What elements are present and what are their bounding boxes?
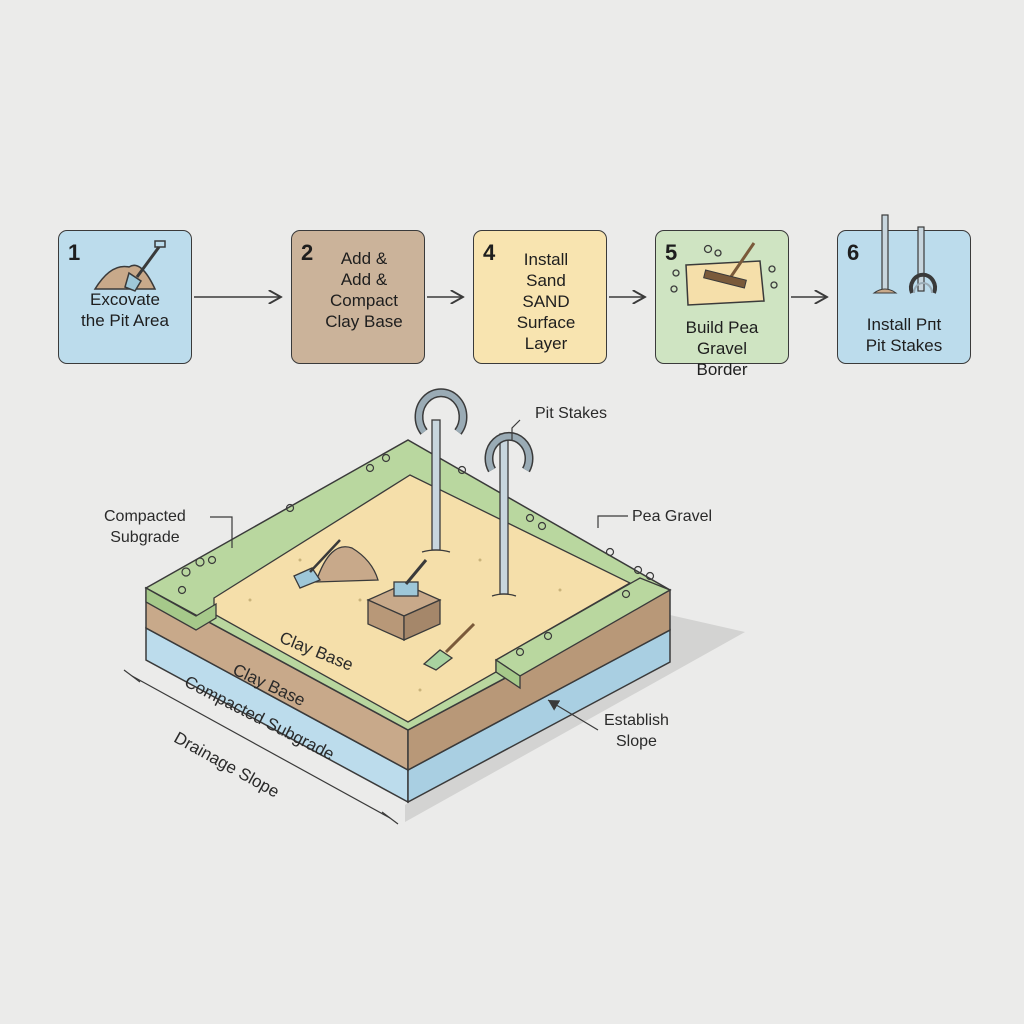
step-number: 4: [483, 240, 496, 265]
leader-subgrade: [210, 516, 233, 548]
callout-pea-gravel: Pea Gravel: [632, 508, 713, 525]
step-number: 6: [847, 240, 860, 265]
callout-establish-slope: Establish Slope: [604, 712, 669, 750]
dirt-pile: [315, 546, 379, 583]
horseshoe-icon: [414, 388, 468, 435]
trowel-icon: [422, 649, 454, 671]
step-label: Install Pпt Pit Stakes: [865, 315, 943, 355]
step-number: 1: [68, 240, 81, 265]
step-label: Install Sand SAND Surface Layer: [516, 250, 576, 353]
callout-pit-stakes: Pit Stakes: [535, 405, 608, 422]
callout-compacted-subgrade: Compacted Subgrade: [104, 508, 186, 546]
stake-horseshoe-icon: [872, 214, 937, 294]
step-number: 5: [665, 240, 678, 265]
step-6-pit-stakes: 6 Install Pпt Pit Stakes: [837, 214, 971, 364]
gravel-pebbles: [177, 453, 655, 657]
step-number: 2: [301, 240, 314, 265]
rake-icon: [670, 242, 778, 306]
drainage-dimension-line: [131, 675, 391, 819]
gravel-curb-left: [145, 586, 217, 631]
step-label: Build Pea Gravel Border: [685, 318, 759, 379]
leader-pit-stakes: [511, 419, 521, 440]
stake-left: [431, 419, 441, 551]
step-label: Add & Add & Compact Clay Base: [325, 249, 403, 331]
tamper-icon: [393, 581, 419, 597]
horseshoe-icon: [484, 431, 534, 473]
slope-arrow: [547, 699, 599, 731]
shovel-dirt-icon: [93, 240, 166, 292]
stake-right: [499, 433, 509, 595]
step-2-clay-base: 2 Add & Add & Compact Clay Base: [291, 230, 425, 364]
leader-gravel: [597, 515, 628, 528]
step-arrows: [194, 0, 1024, 400]
step-label: Excovate the Pit Area: [81, 290, 169, 330]
step-5-gravel-border: 5 Build Pea Gravel Border: [655, 230, 789, 379]
shovel-icon: [293, 567, 321, 589]
step-4-sand-layer: 4 Install Sand SAND Surface Layer: [473, 230, 607, 364]
step-1-excavate: 1 Excovate the Pit Area: [58, 230, 192, 364]
